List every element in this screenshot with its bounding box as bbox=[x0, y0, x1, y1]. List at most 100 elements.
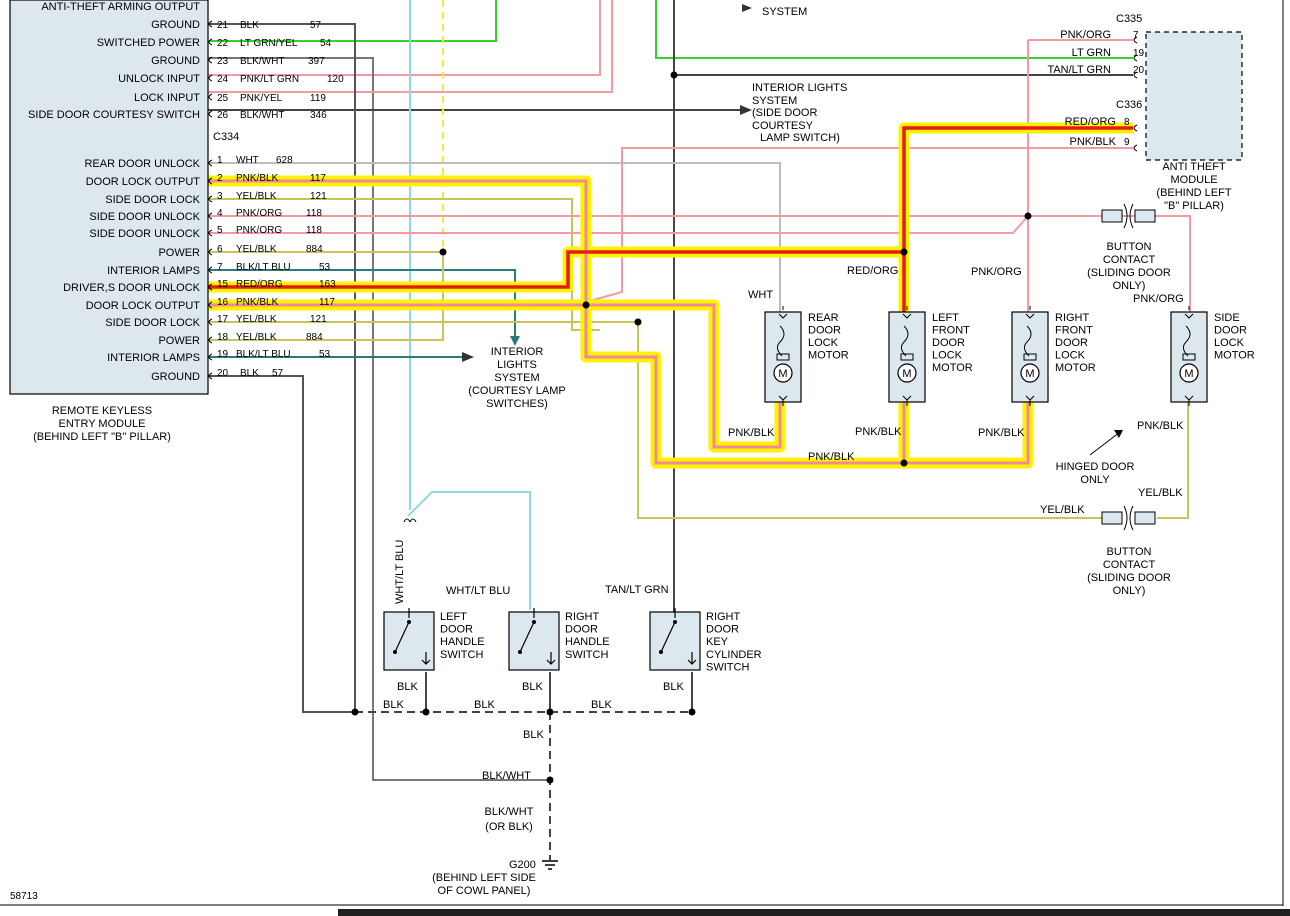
rke-circuit-number: 346 bbox=[310, 110, 327, 121]
rke-pin-number: 4 bbox=[217, 208, 223, 219]
button-contact-top-3: (SLIDING DOOR bbox=[1087, 267, 1171, 279]
arrow-down-icon bbox=[510, 336, 520, 346]
pin-symbol bbox=[208, 177, 213, 185]
wire-pnk-org-118b bbox=[208, 215, 1029, 234]
rke-circuit-number: 118 bbox=[306, 208, 322, 219]
motor-label-line: SIDE bbox=[1214, 312, 1240, 324]
pin-symbol bbox=[208, 56, 213, 64]
switch-label-line: LEFT bbox=[440, 611, 467, 623]
rke-wire-color: PNK/ORG bbox=[236, 208, 282, 219]
pin-symbol bbox=[208, 353, 213, 361]
rke-pin-function: SIDE DOOR LOCK bbox=[105, 317, 200, 329]
rke-pin-function: DOOR LOCK OUTPUT bbox=[86, 176, 201, 188]
pin-symbol bbox=[208, 20, 213, 28]
motor-label-line: RIGHT bbox=[1055, 312, 1090, 324]
pin-symbol bbox=[208, 212, 213, 220]
rke-wire-color: RED/ORG bbox=[236, 279, 283, 290]
rke-pin-number: 15 bbox=[217, 279, 229, 290]
rke-pin-function: POWER bbox=[158, 247, 200, 259]
motor-linkage bbox=[900, 325, 909, 357]
interior-lights-mid-1: INTERIOR bbox=[491, 346, 544, 358]
switch-pivot bbox=[532, 620, 536, 624]
wire-yel-blk-121b bbox=[208, 321, 1102, 519]
motor-symbol-label: M bbox=[902, 368, 911, 380]
rke-wire-color: YEL/BLK bbox=[236, 332, 277, 343]
rke-pin-function: SIDE DOOR UNLOCK bbox=[89, 211, 200, 223]
rke-wire-color: YEL/BLK bbox=[236, 244, 277, 255]
rke-wire-color: LT GRN/YEL bbox=[240, 38, 298, 49]
motor-label-line: REAR bbox=[808, 312, 839, 324]
motor-label-line: LOCK bbox=[1214, 337, 1245, 349]
rke-circuit-number: 163 bbox=[319, 279, 336, 290]
pin-symbol bbox=[208, 74, 213, 82]
motor-label-line: MOTOR bbox=[1055, 362, 1096, 374]
rke-wire-color: BLK/LT BLU bbox=[236, 262, 291, 273]
rke-pin-function: UNLOCK INPUT bbox=[118, 73, 200, 85]
pin-symbol bbox=[208, 336, 213, 344]
ground-lower-1: BLK/WHT bbox=[485, 806, 534, 818]
anti-theft-label-2: MODULE bbox=[1170, 174, 1217, 186]
hinged-door-1: HINGED DOOR bbox=[1056, 461, 1135, 473]
motor-linkage bbox=[1182, 325, 1191, 357]
wire-pnk-blk-c336 bbox=[585, 147, 1133, 303]
splice-dot bbox=[351, 708, 359, 716]
c335-wire-color: TAN/LT GRN bbox=[1047, 64, 1111, 76]
arrow-right-icon bbox=[462, 352, 474, 362]
rke-pin-function: GROUND bbox=[151, 55, 200, 67]
switch-label-line: DOOR bbox=[440, 624, 473, 636]
rke-circuit-number: 121 bbox=[310, 314, 327, 325]
rke-circuit-number: 53 bbox=[319, 262, 331, 273]
rke-pin-number: 24 bbox=[217, 74, 229, 85]
switch-contact-point bbox=[659, 650, 663, 654]
switch-label-line: CYLINDER bbox=[706, 649, 762, 661]
motor-4-bottom-wire-label: PNK/BLK bbox=[1137, 420, 1184, 432]
ground-blk-label-2: BLK bbox=[474, 699, 495, 711]
switch-label-line: SWITCH bbox=[565, 649, 608, 661]
switch-label-line: RIGHT bbox=[706, 611, 741, 623]
rke-pin-function: DRIVER,S DOOR UNLOCK bbox=[63, 282, 201, 294]
motor-pin-bottom bbox=[902, 395, 912, 406]
switch-contact-icon bbox=[519, 608, 535, 653]
wire-blk-lt-blu-53a bbox=[208, 269, 516, 342]
rke-circuit-number: 117 bbox=[319, 297, 335, 308]
button-contact-top-1: BUTTON bbox=[1106, 241, 1151, 253]
connector-c335-label: C335 bbox=[1116, 13, 1142, 25]
rke-circuit-number: 57 bbox=[310, 20, 322, 31]
motor-label-line: DOOR bbox=[932, 337, 965, 349]
pin-symbol bbox=[208, 248, 213, 256]
rke-wire-color: PNK/YEL bbox=[240, 93, 283, 104]
rke-wire-color: YEL/BLK bbox=[236, 191, 277, 202]
switch-ground-label: BLK bbox=[663, 681, 684, 693]
switch-label-line: HANDLE bbox=[565, 636, 610, 648]
switch-contact-point bbox=[518, 650, 522, 654]
rke-pin-number: 6 bbox=[217, 244, 223, 255]
pin-symbol bbox=[1133, 54, 1138, 62]
rke-pin-function: POWER bbox=[158, 335, 200, 347]
wire-blk-57-top bbox=[208, 23, 356, 712]
motor-label-line: MOTOR bbox=[1214, 350, 1255, 362]
rke-wire-color: PNK/BLK bbox=[236, 297, 279, 308]
motor-box bbox=[888, 311, 926, 403]
system-label-top: SYSTEM bbox=[762, 6, 807, 18]
motor-4-top-wire-label: PNK/ORG bbox=[1133, 293, 1184, 305]
motor-icon bbox=[1179, 363, 1199, 383]
rke-pin-number: 23 bbox=[217, 56, 229, 67]
pointer-line bbox=[1089, 431, 1121, 456]
switch-label-line: SWITCH bbox=[440, 649, 483, 661]
pin-symbol bbox=[208, 93, 213, 101]
pin-symbol bbox=[208, 229, 213, 237]
rke-pin-number: 7 bbox=[217, 262, 223, 273]
motor-terminal bbox=[1182, 353, 1196, 361]
c335-wire-color: PNK/ORG bbox=[1060, 29, 1111, 41]
button-contact-bottom-4: ONLY) bbox=[1113, 585, 1146, 597]
motor-pin-top bbox=[1025, 306, 1035, 319]
rke-pin-function: DOOR LOCK OUTPUT bbox=[86, 300, 201, 312]
splice-dot bbox=[670, 71, 678, 79]
motor-box bbox=[1011, 311, 1049, 403]
